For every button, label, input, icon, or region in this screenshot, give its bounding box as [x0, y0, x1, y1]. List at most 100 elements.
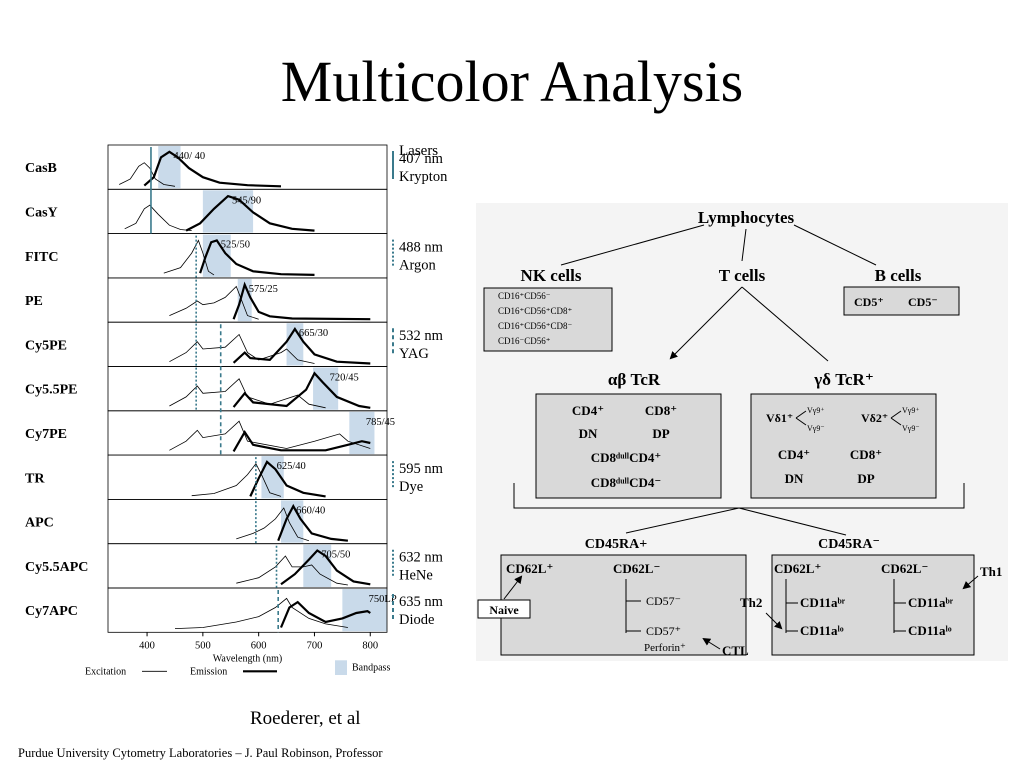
- t-cells-label: T cells: [719, 266, 766, 285]
- gd-box: [750, 393, 937, 499]
- dye-label: APC: [25, 516, 54, 531]
- laser-label: Diode: [399, 612, 434, 628]
- excitation-curve: [236, 507, 310, 542]
- ab-cell: DN: [579, 426, 598, 441]
- row-frame: [107, 144, 388, 190]
- gd-cell: CD4⁺: [778, 447, 810, 462]
- excitation-curve: [169, 420, 371, 451]
- ra-pos-right: CD62L⁻: [613, 561, 660, 576]
- emission-curve: [277, 503, 349, 542]
- filter-label: 575/25: [249, 284, 278, 295]
- ra-pos-sub: CD57⁺: [646, 624, 681, 638]
- emission-curve: [280, 549, 371, 586]
- filter-label: 720/45: [330, 373, 359, 384]
- spectrum-row: Cy5.5PE 720/45: [25, 366, 388, 412]
- emission-curve: [232, 430, 371, 452]
- dye-label: Cy5.5APC: [25, 560, 88, 575]
- ab-cell: DP: [652, 426, 669, 441]
- x-tick-label: 400: [139, 640, 155, 651]
- perforin-label: Perforin⁺: [644, 642, 686, 654]
- laser-label: Dye: [399, 479, 423, 495]
- row-frame: [107, 498, 388, 545]
- filter-label: 705/50: [321, 550, 350, 561]
- dye-label: Cy5PE: [25, 338, 67, 353]
- laser-label: HeNe: [399, 568, 433, 584]
- x-tick-label: 500: [195, 640, 211, 651]
- cd45ra-neg-label: CD45RA⁻: [818, 537, 880, 552]
- emission-curve: [232, 326, 371, 365]
- ra-pos-left: CD62L⁺: [506, 561, 553, 576]
- ra-neg-sub: CD11aᵇʳ: [800, 595, 846, 610]
- bandpass-filter: [342, 589, 387, 632]
- x-tick-label: 700: [307, 640, 323, 651]
- gd-cell: CD8⁺: [850, 447, 882, 462]
- laser-label: Krypton: [399, 169, 448, 185]
- emission-curve: [232, 371, 371, 409]
- ra-neg-sub: CD11aˡᵒ: [800, 623, 844, 638]
- legend-bandpass: filter: [352, 674, 372, 675]
- emission-curve: [249, 460, 326, 498]
- bandpass-filter: [280, 500, 304, 543]
- legend-bandpass-swatch: [335, 660, 347, 675]
- dye-label: Cy7PE: [25, 427, 67, 442]
- ra-neg-box: [771, 554, 975, 656]
- slide-title: Multicolor Analysis: [280, 49, 744, 114]
- footer: Purdue University Cytometry Laboratories…: [18, 746, 383, 760]
- th2-label: Th2: [740, 595, 762, 610]
- nk-item: CD16⁺CD56⁺CD8⁺: [498, 306, 573, 316]
- excitation-curve: [163, 239, 215, 276]
- legend-excitation: Excitation: [85, 666, 126, 675]
- emission-curve: [185, 194, 315, 232]
- emission-curve: [232, 281, 371, 321]
- ra-neg-left: CD62L⁺: [774, 561, 821, 576]
- emission-curve: [199, 239, 315, 276]
- laser-label: 488 nm: [399, 240, 444, 256]
- laser-label: Argon: [399, 258, 437, 274]
- filter-label: 545/90: [232, 195, 261, 206]
- ctl-label: CTL: [722, 643, 749, 658]
- excitation-curve: [236, 555, 348, 586]
- gd-vg-neg: Vγ9⁻: [902, 424, 920, 433]
- excitation-curve: [174, 597, 348, 629]
- gd-v1: Vδ1⁺: [766, 411, 793, 425]
- emission-curve: [279, 600, 371, 628]
- naive-box: [477, 599, 531, 619]
- laser-label: 532 nm: [399, 328, 444, 344]
- legend-emission: Emission: [190, 666, 227, 675]
- excitation-curve: [124, 204, 192, 231]
- cd45ra-pos-label: CD45RA+: [585, 537, 647, 552]
- ab-tcr-label: αβ TcR: [608, 370, 661, 389]
- x-axis-label: Wavelength (nm): [213, 653, 282, 664]
- row-frame: [107, 321, 388, 367]
- row-frame: [107, 454, 388, 500]
- ab-box: [535, 393, 722, 499]
- x-tick-label: 800: [362, 640, 378, 651]
- dye-label: TR: [25, 471, 45, 486]
- nk-box: [483, 287, 613, 352]
- nk-item: CD16⁻CD56⁺: [498, 336, 551, 346]
- excitation-curve: [169, 378, 326, 409]
- filter-label: 625/40: [277, 461, 306, 472]
- spectrum-row: Cy5.5APC 705/50: [25, 543, 388, 589]
- excitation-curve: [119, 162, 176, 187]
- dye-label: Cy5.5PE: [25, 383, 78, 398]
- laser-label: 632 nm: [399, 550, 444, 566]
- row-frame: [107, 587, 388, 633]
- gd-vg-neg: Vγ9⁻: [807, 424, 825, 433]
- ab-cell: CD8⁺: [645, 403, 677, 418]
- ra-pos-sub: CD57⁻: [646, 594, 681, 608]
- spectra-legend: ExcitationEmissionBandpassfilter: [85, 660, 390, 675]
- filter-label: 785/45: [366, 417, 395, 428]
- laser-label: 595 nm: [399, 461, 444, 477]
- laser-label: 635 nm: [399, 594, 444, 610]
- excitation-curve: [169, 333, 315, 364]
- b-item: CD5⁻: [908, 295, 938, 309]
- citation: Roederer, et al: [250, 708, 361, 729]
- bandpass-filter: [261, 456, 284, 499]
